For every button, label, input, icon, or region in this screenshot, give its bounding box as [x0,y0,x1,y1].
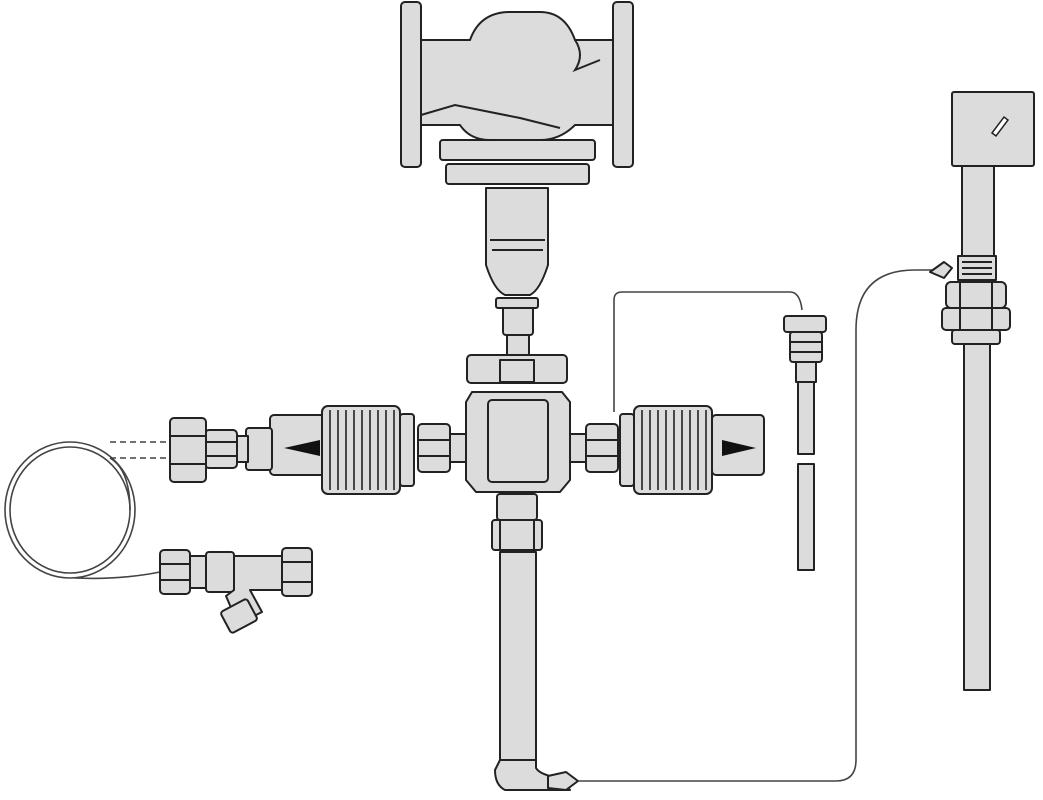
left-coupling-icon [169,405,467,495]
lower-pipe-icon [494,551,579,791]
valve-body-icon [400,1,634,185]
right-coupling-icon [569,405,765,495]
actuator-icon [485,187,549,356]
capillary-line-long [578,269,940,782]
strainer-icon [159,547,313,634]
sensor-well-icon [783,315,827,571]
capillary-line-upper [613,291,803,412]
mixing-block-icon [465,354,571,551]
capillary-coil-icon [4,441,170,580]
pencil-icon [990,115,1010,138]
immersion-sensor-icon [929,91,1035,691]
